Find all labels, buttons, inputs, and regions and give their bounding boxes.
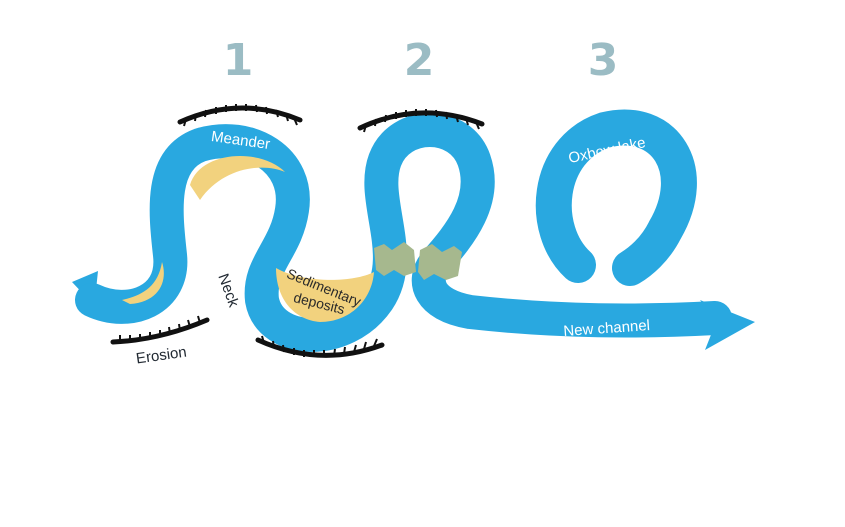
step-number-2: 2 bbox=[404, 35, 435, 86]
new-channel-label: New channel bbox=[563, 317, 651, 340]
erosion-label: Erosion bbox=[135, 344, 188, 368]
erosion-ticks-meander bbox=[183, 104, 298, 127]
neck-label: Neck bbox=[214, 271, 242, 309]
erosion-ticks-left bbox=[119, 315, 201, 342]
sediment-deposit-bottom bbox=[276, 268, 374, 322]
oxbow-lake bbox=[535, 109, 697, 286]
erosion-ticks-step2 bbox=[363, 109, 480, 133]
sediment-deposit-left bbox=[122, 262, 164, 304]
river-channel bbox=[75, 113, 732, 352]
neck-cut-left bbox=[374, 242, 416, 276]
new-channel-arrowhead bbox=[700, 300, 755, 350]
step-number-3: 3 bbox=[588, 35, 619, 86]
erosion-bank-meander bbox=[177, 105, 303, 125]
erosion-bank-step2 bbox=[357, 110, 485, 131]
sediment-deposit-top bbox=[190, 156, 285, 200]
step-number-1: 1 bbox=[223, 35, 254, 86]
erosion-bank-bottom bbox=[255, 337, 385, 358]
erosion-ticks-bottom bbox=[261, 335, 378, 357]
neck-cut-right bbox=[418, 244, 462, 280]
